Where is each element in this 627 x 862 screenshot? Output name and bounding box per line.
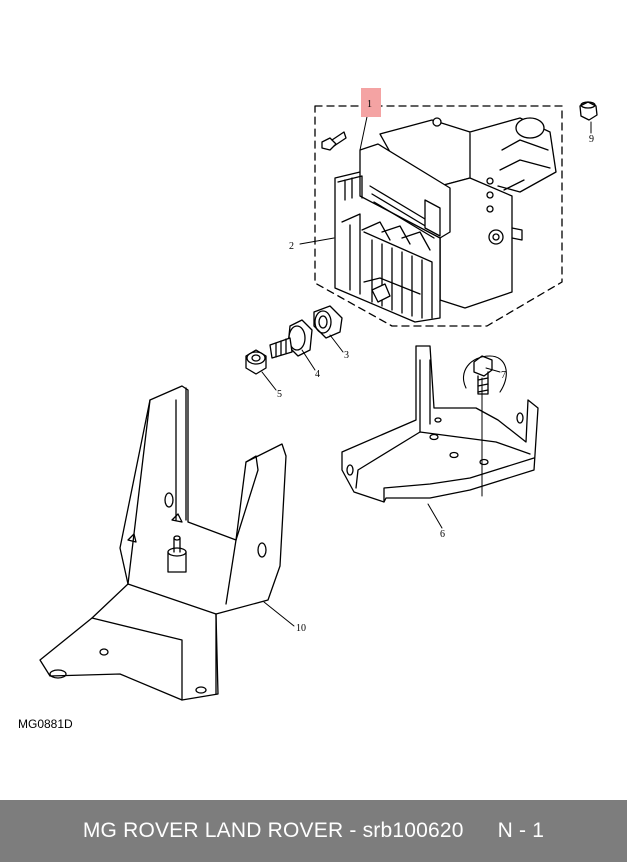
bracket-item-6 — [341, 345, 539, 503]
nut-item-9 — [579, 101, 598, 121]
ecu-module — [334, 143, 451, 323]
brand-label: MG ROVER LAND ROVER — [82, 819, 344, 842]
nut-item-5 — [245, 349, 267, 375]
callout-10: 10 — [296, 623, 306, 634]
separator: - — [343, 819, 363, 842]
diagram-reference-code: MG0881D — [18, 717, 73, 731]
callout-9: 9 — [589, 134, 594, 145]
callout-7: 7 — [501, 370, 506, 381]
callout-6: 6 — [440, 529, 445, 540]
assembly-outline — [314, 105, 563, 327]
callout-4: 4 — [315, 369, 320, 380]
callout-5: 5 — [277, 389, 282, 400]
grommet-item-4 — [269, 319, 313, 359]
footer-bar: MG ROVER LAND ROVER - srb100620 N - 1 — [0, 800, 627, 862]
position-label: N - 1 — [497, 819, 545, 842]
part-number: srb100620 — [362, 819, 464, 842]
callout-1-highlight — [361, 88, 381, 117]
bolt-item-7 — [473, 355, 493, 395]
callout-1: 1 — [367, 99, 372, 110]
callout-2: 2 — [289, 241, 294, 252]
parts-diagram: 1 2 3 4 5 6 7 9 10 — [39, 88, 598, 701]
callout-3: 3 — [344, 350, 349, 361]
leader-lines — [261, 111, 592, 627]
bush-item-3 — [313, 305, 343, 339]
bracket-item-10 — [39, 385, 287, 701]
screw — [321, 131, 347, 151]
